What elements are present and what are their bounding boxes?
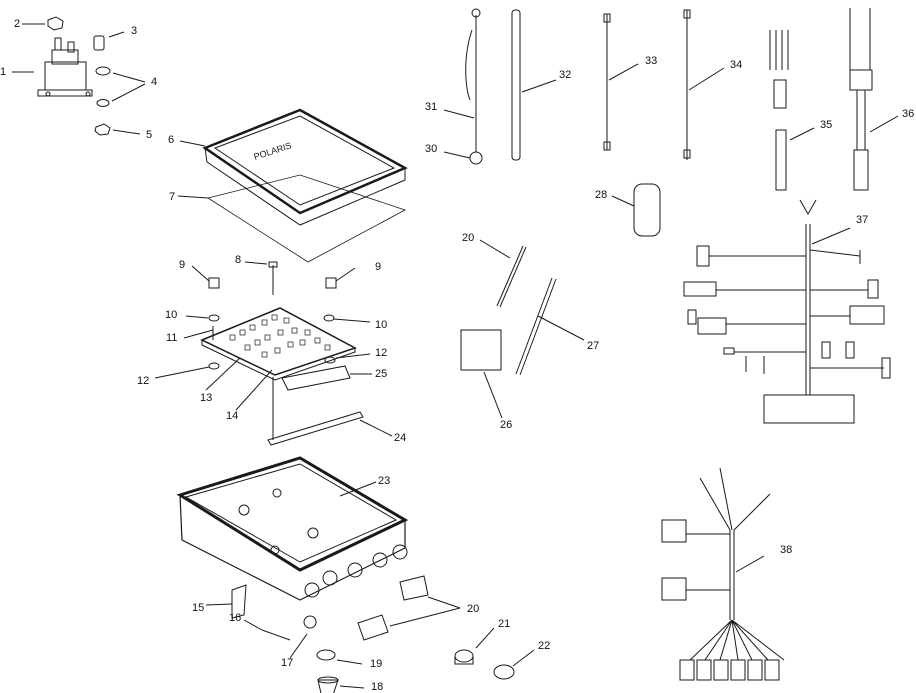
circuit-board: [200, 307, 357, 381]
callout-19: 19: [370, 658, 383, 670]
callout-4: 4: [151, 76, 158, 88]
base-housing: [176, 456, 409, 601]
callout-38: 38: [780, 544, 793, 556]
callout-26: 26: [500, 419, 513, 431]
callout-28: 28: [595, 189, 608, 201]
callout-10a: 10: [165, 309, 178, 321]
bolt-icon: [93, 35, 105, 51]
callout-18: 18: [371, 681, 384, 693]
callout-3: 3: [131, 25, 138, 37]
cover-lid: POLARIS: [202, 108, 408, 226]
callout-11: 11: [166, 332, 178, 344]
callout-12a: 12: [375, 347, 388, 359]
callout-31: 31: [425, 101, 438, 113]
callout-30: 30: [425, 143, 438, 155]
callout-6: 6: [168, 134, 175, 146]
callout-24: 24: [394, 432, 407, 444]
callout-33: 33: [645, 55, 658, 67]
callout-7: 7: [169, 191, 176, 203]
callout-2: 2: [14, 18, 21, 30]
callout-23: 23: [378, 475, 391, 487]
callout-16: 16: [229, 612, 242, 624]
callout-9b: 9: [375, 261, 382, 273]
callout-20b: 20: [462, 232, 475, 244]
callout-37: 37: [856, 214, 869, 226]
callout-5: 5: [146, 129, 153, 141]
callout-13: 13: [200, 392, 213, 404]
callout-8: 8: [235, 254, 242, 266]
callout-25: 25: [375, 368, 388, 380]
callout-12b: 12: [137, 375, 150, 387]
callout-32: 32: [559, 69, 572, 81]
callout-1: 1: [0, 66, 7, 78]
svg-text:POLARIS: POLARIS: [253, 140, 293, 162]
callout-22: 22: [538, 640, 551, 652]
callout-9a: 9: [179, 259, 186, 271]
callout-27: 27: [587, 340, 600, 352]
nut-icon: [47, 16, 64, 31]
harness-38: [661, 467, 785, 681]
callout-20a: 20: [467, 603, 480, 615]
callout-10b: 10: [375, 319, 388, 331]
callout-34: 34: [730, 59, 743, 71]
callout-15: 15: [192, 602, 205, 614]
callout-21: 21: [498, 618, 511, 630]
harness-37: [683, 199, 891, 424]
callout-17: 17: [281, 657, 294, 669]
solenoid-part: [12, 37, 93, 97]
callout-14: 14: [226, 410, 239, 422]
callout-36: 36: [902, 108, 915, 120]
callout-35: 35: [820, 119, 833, 131]
